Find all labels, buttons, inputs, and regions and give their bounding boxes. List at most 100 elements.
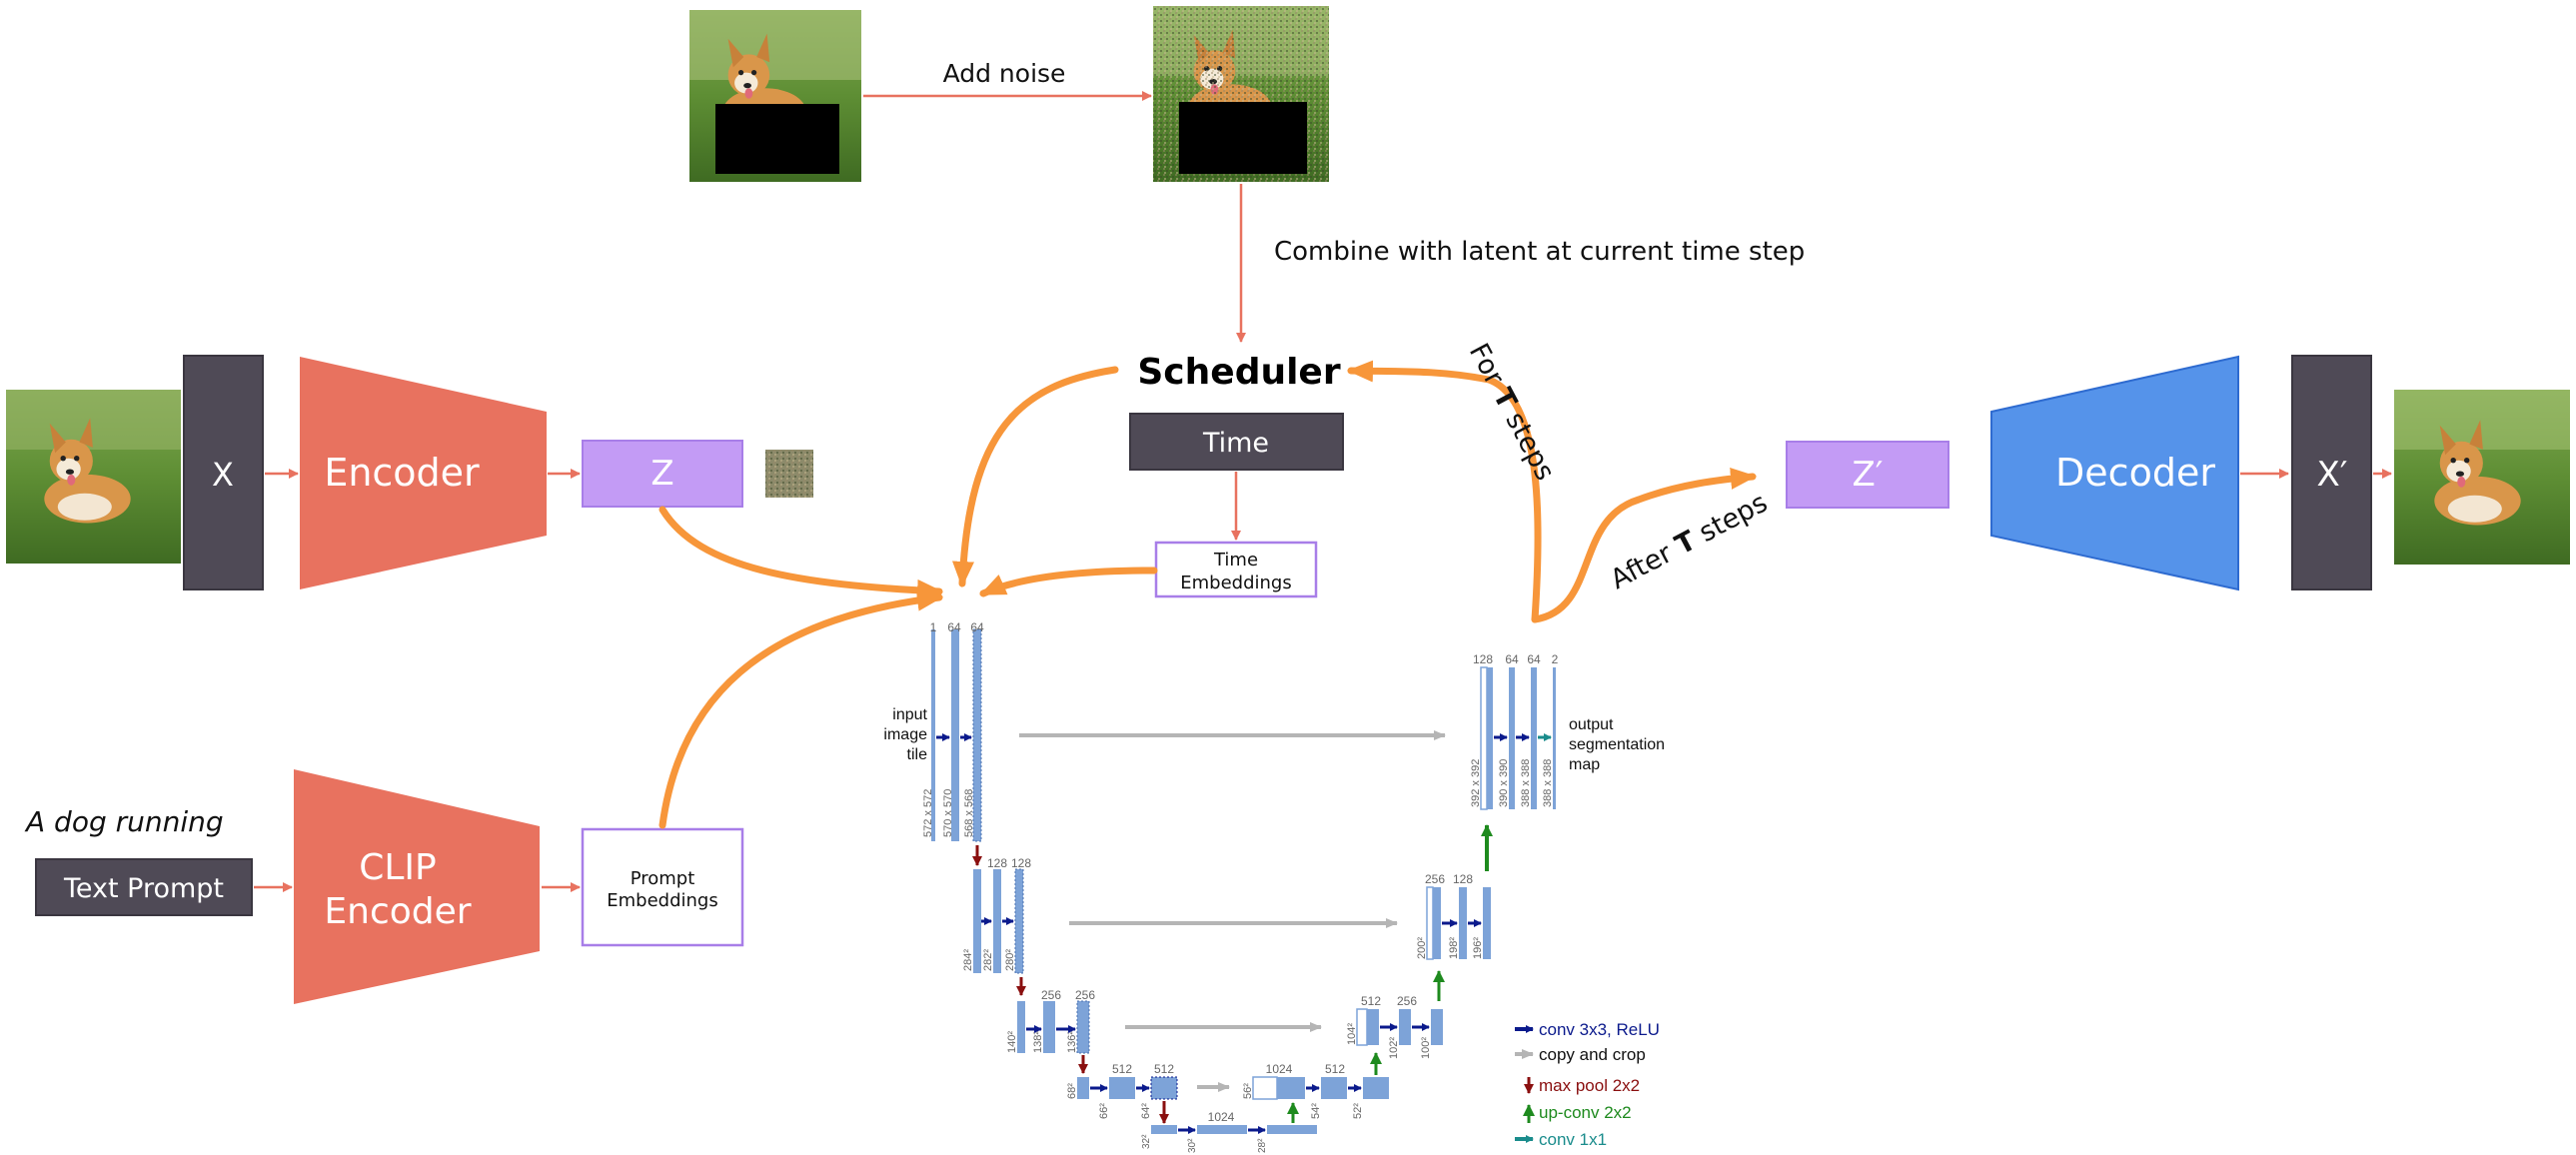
unet-block xyxy=(1197,1125,1247,1134)
z-prime-label: Z′ xyxy=(1852,455,1883,495)
ch-l2b: 128 xyxy=(1011,856,1031,870)
time-label: Time xyxy=(1202,428,1269,459)
ch-u1b: 64 xyxy=(1505,652,1519,666)
sz-l2b: 282² xyxy=(982,949,994,971)
redaction-box xyxy=(715,104,839,174)
unet-block xyxy=(1367,1009,1379,1045)
z-box: Z xyxy=(582,440,743,508)
sz-l4c: 64² xyxy=(1140,1103,1152,1119)
redaction-box xyxy=(1179,102,1307,174)
unet-block xyxy=(1151,1125,1177,1134)
ch-l5: 1024 xyxy=(1208,1110,1235,1124)
z-label: Z xyxy=(650,454,673,494)
unet-block xyxy=(1356,1008,1368,1046)
ch-l1a: 1 xyxy=(930,620,937,634)
decoder-block: Decoder xyxy=(1990,355,2239,591)
clean-image xyxy=(689,10,861,182)
sz-u3c: 100² xyxy=(1420,1037,1432,1059)
unet-block xyxy=(1459,887,1467,959)
sz-u3b: 102² xyxy=(1388,1037,1400,1059)
sz-l3c: 136² xyxy=(1066,1031,1078,1053)
ch-u3a: 512 xyxy=(1361,994,1381,1008)
legend-conv1: conv 1x1 xyxy=(1539,1130,1607,1149)
decoder-label: Decoder xyxy=(2055,451,2215,495)
unet-block xyxy=(1017,1001,1025,1053)
sz-u1c: 388 x 388 xyxy=(1520,759,1532,807)
unet-block xyxy=(951,629,959,841)
input-dog-image xyxy=(6,390,181,564)
for-t-steps-label: For T steps xyxy=(1463,339,1561,486)
sz-l5a: 32² xyxy=(1141,1134,1152,1149)
output-map-line2: segmentation xyxy=(1569,736,1665,753)
sz-u4a: 56² xyxy=(1242,1083,1254,1099)
prompt-text: A dog running xyxy=(24,805,224,838)
output-map-line1: output xyxy=(1569,716,1614,733)
unet-block xyxy=(1363,1077,1389,1099)
unet-diagram: 1 64 64 572 x 572 570 x 570 568 x 568 in… xyxy=(883,620,1665,1153)
sz-u2c: 196² xyxy=(1472,937,1484,959)
sz-l1a: 572 x 572 xyxy=(922,789,934,837)
ch-l3a: 256 xyxy=(1041,988,1061,1002)
x-prime-box: X′ xyxy=(2291,355,2372,590)
unet-block xyxy=(972,628,982,842)
encoder-label: Encoder xyxy=(324,451,480,495)
time-emb-to-unet-arrow xyxy=(979,567,1158,597)
prompt-emb-to-unet-arrow xyxy=(658,588,943,829)
unet-block xyxy=(1531,667,1537,809)
input-tile-line3: tile xyxy=(907,746,928,763)
sz-l5b: 30² xyxy=(1187,1138,1198,1153)
unet-block xyxy=(1321,1077,1347,1099)
z-prime-box: Z′ xyxy=(1786,441,1949,509)
legend-pool: max pool 2x2 xyxy=(1539,1076,1640,1095)
time-embeddings-line2: Embeddings xyxy=(1180,573,1291,593)
time-box: Time xyxy=(1129,413,1344,471)
unet-legend: conv 3x3, ReLU copy and crop max pool 2x… xyxy=(1515,1020,1660,1149)
clip-encoder-block: CLIP Encoder xyxy=(294,769,540,1004)
ch-u2a: 256 xyxy=(1425,872,1445,886)
legend-copy: copy and crop xyxy=(1539,1045,1646,1064)
unet-block xyxy=(1076,1000,1090,1054)
sz-l2c: 280² xyxy=(1004,949,1016,971)
unet-block xyxy=(1109,1077,1135,1099)
prompt-emb-line1: Prompt xyxy=(631,868,695,889)
text-prompt-box: Text Prompt xyxy=(35,858,253,916)
input-tile-line2: image xyxy=(883,726,927,743)
unet-block xyxy=(1553,667,1556,809)
ch-l1b: 64 xyxy=(947,620,961,634)
ch-l4a: 512 xyxy=(1112,1062,1132,1076)
unet-block xyxy=(1433,887,1441,959)
x-prime-label: X′ xyxy=(2316,455,2347,495)
sz-u1a: 392 x 392 xyxy=(1470,759,1482,807)
time-embeddings-box: Time Embeddings xyxy=(1154,541,1318,598)
unet-block xyxy=(931,629,935,841)
ch-l3b: 256 xyxy=(1075,988,1095,1002)
prompt-embeddings-box: Prompt Embeddings xyxy=(581,827,744,947)
ch-u4b: 512 xyxy=(1325,1062,1345,1076)
input-tile-line1: input xyxy=(892,706,927,723)
sz-l4b: 66² xyxy=(1098,1103,1110,1119)
ch-u4a: 1024 xyxy=(1266,1062,1293,1076)
sz-l2a: 284² xyxy=(962,949,974,971)
latent-thumbnail xyxy=(765,450,813,498)
sz-l3b: 138² xyxy=(1032,1031,1044,1053)
encoder-block: Encoder xyxy=(300,357,547,589)
sz-u3a: 104² xyxy=(1346,1023,1358,1045)
unet-block xyxy=(1277,1077,1305,1099)
noisy-image xyxy=(1153,6,1329,182)
legend-conv: conv 3x3, ReLU xyxy=(1539,1020,1660,1039)
sz-u4c: 52² xyxy=(1352,1103,1364,1119)
combine-label: Combine with latent at current time step xyxy=(1274,237,1805,267)
x-label: X xyxy=(212,456,234,494)
sz-l3a: 140² xyxy=(1006,1031,1018,1053)
unet-block xyxy=(1509,667,1515,809)
unet-block xyxy=(1252,1076,1278,1100)
sz-l1b: 570 x 570 xyxy=(942,789,954,837)
add-noise-label: Add noise xyxy=(943,59,1066,88)
unet-block xyxy=(1043,1001,1055,1053)
sz-l5c: 28² xyxy=(1257,1138,1268,1153)
clip-label-line2: Encoder xyxy=(324,891,471,932)
sz-l4a: 68² xyxy=(1066,1083,1078,1099)
unet-block xyxy=(973,869,981,973)
unet-block xyxy=(993,869,1001,973)
